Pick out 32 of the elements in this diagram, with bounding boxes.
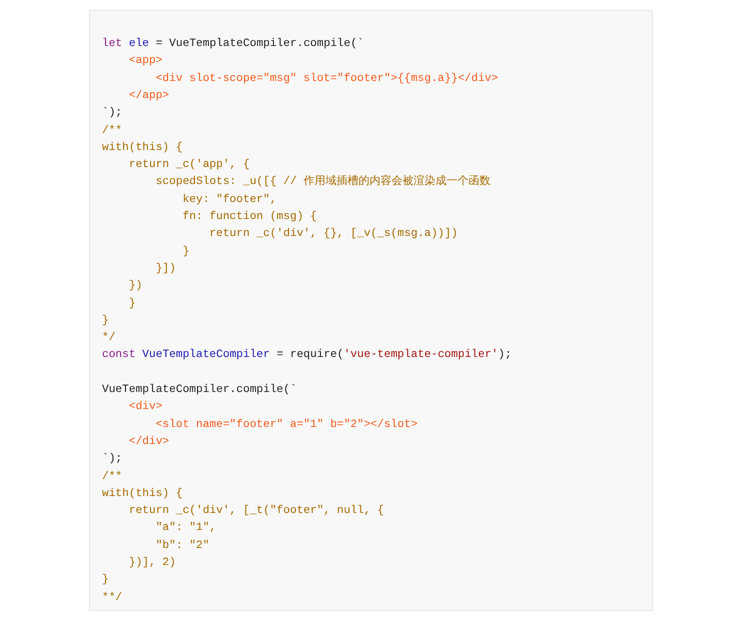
code-line: })	[128, 279, 142, 294]
code-line: return _c('div', [_t("footer", null, {	[128, 504, 384, 518]
code-line: with(this) {	[102, 140, 183, 155]
code-line: <div slot-scope="msg" slot="footer">{{msg.a}}</div>	[154, 72, 498, 86]
code-line: const VueTemplateCompiler = require('vue-template-compiler');	[102, 348, 512, 362]
code-line: key: "footer",	[182, 192, 277, 207]
code-line: </div>	[128, 434, 170, 449]
code-line: "a": "1",	[154, 521, 216, 536]
code-line: fn: function (msg) {	[182, 210, 317, 224]
code-line: return _c('app', {	[128, 158, 250, 172]
code-line: with(this) {	[102, 486, 183, 501]
code-line: /**	[102, 470, 122, 484]
code-line: scopedSlots: _u([{ // 作用域插槽的内容会被渲染成一个函数	[154, 175, 490, 190]
code-line: <slot name="footer" a="1" b="2"></slot>	[154, 418, 418, 432]
code-line: }])	[154, 262, 176, 276]
code-line: **/	[102, 590, 122, 605]
code-line: `);	[102, 106, 122, 120]
code-line: */	[102, 331, 116, 346]
code-line: </app>	[128, 88, 170, 103]
code-line: "b": "2"	[154, 538, 210, 553]
code-line: }	[128, 296, 136, 310]
code-line: return _c('div', {}, [_v(_s(msg.a))])	[208, 227, 458, 242]
code-line: }	[102, 573, 109, 588]
code-line: }	[182, 244, 190, 259]
code-line: let ele = VueTemplateCompiler.compile(`	[102, 37, 364, 51]
code-line: })], 2)	[128, 556, 176, 570]
code-line: VueTemplateCompiler.compile(`	[102, 383, 297, 397]
code-line: `);	[102, 452, 122, 466]
code-line: /**	[102, 124, 122, 138]
code-line: <app>	[128, 54, 162, 68]
code-line: <div>	[128, 400, 162, 414]
code-line: }	[102, 314, 109, 328]
